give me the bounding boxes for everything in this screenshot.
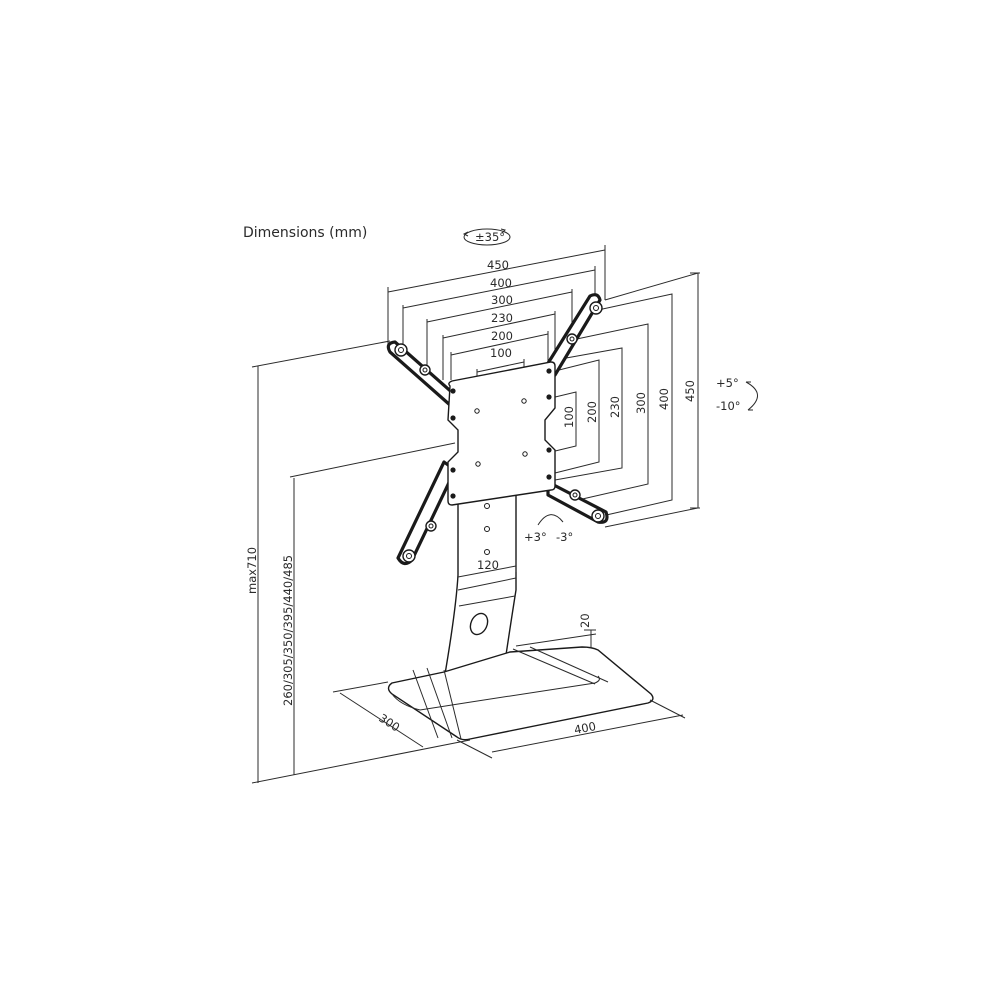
vesa-h-100: 100 <box>490 346 512 360</box>
swivel-label: ±35° <box>475 230 505 244</box>
base-width-label: 400 <box>573 719 597 737</box>
stand-base: 300 400 20 <box>332 613 686 759</box>
base-thickness-label: 20 <box>578 613 592 628</box>
height-max-label: max710 <box>245 547 259 594</box>
vesa-vertical-dimensions: 100 200 230 300 400 450 <box>550 272 700 528</box>
vesa-v-230: 230 <box>608 396 622 418</box>
vesa-v-450: 450 <box>683 380 697 402</box>
vesa-h-200: 200 <box>491 329 513 343</box>
swivel-indicator: ±35° <box>462 228 511 246</box>
rotation-indicator: +3° -3° <box>524 514 573 544</box>
vesa-v-100: 100 <box>562 406 576 428</box>
tilt-arrow-icon <box>745 381 758 411</box>
tilt-indicator: +5° -10° <box>716 376 758 413</box>
rotation-plus-label: +3° <box>524 530 547 544</box>
height-dimensions: max710 260/305/350/395/440/485 <box>245 340 471 784</box>
tilt-down-label: -10° <box>716 399 741 413</box>
drawing-title: Dimensions (mm) <box>243 225 367 241</box>
vesa-h-450: 450 <box>487 258 509 272</box>
tilt-up-label: +5° <box>716 376 739 390</box>
swivel-arrow-icon <box>463 228 511 246</box>
vesa-h-400: 400 <box>490 276 512 290</box>
height-options-label: 260/305/350/395/440/485 <box>281 555 295 706</box>
rotation-arrow-icon <box>537 514 564 526</box>
vesa-h-300: 300 <box>491 293 513 307</box>
rotation-minus-label: -3° <box>556 530 573 544</box>
vesa-v-200: 200 <box>585 401 599 423</box>
vesa-v-300: 300 <box>634 392 648 414</box>
vesa-arms <box>386 293 609 566</box>
column-width-label: 120 <box>477 558 499 572</box>
vesa-h-230: 230 <box>491 311 513 325</box>
vesa-v-400: 400 <box>657 388 671 410</box>
vesa-plate <box>447 361 556 506</box>
cable-hole <box>469 612 489 636</box>
stand-column: 120 <box>443 489 517 682</box>
